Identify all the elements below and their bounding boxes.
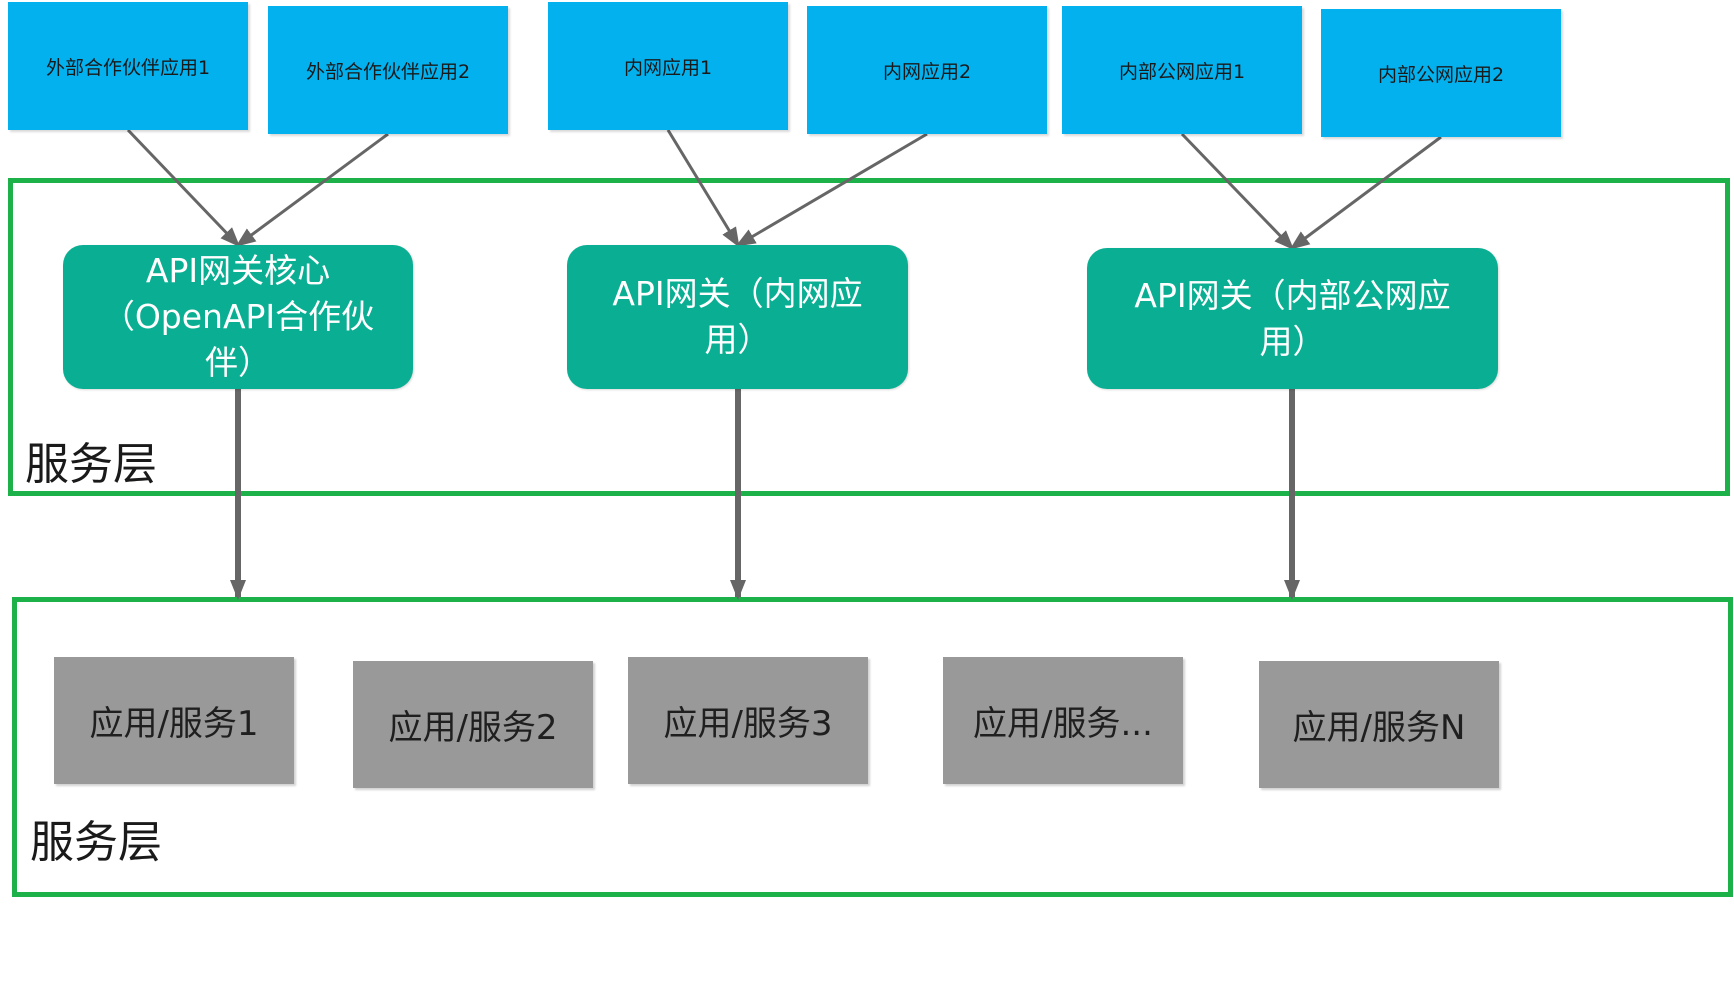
client-intranet-app-1: 内网应用1 [548,2,788,130]
client-intranet-app-2: 内网应用2 [807,6,1047,134]
client-public-app-2: 内部公网应用2 [1321,9,1561,137]
service-2: 应用/服务2 [353,661,593,788]
service-1: 应用/服务1 [54,657,294,784]
gateway-internal-public: API网关（内部公网应用） [1087,248,1498,389]
service-ellipsis: 应用/服务... [943,657,1183,784]
gateway-layer-label: 服务层 [25,439,157,490]
client-partner-app-2: 外部合作伙伴应用2 [268,6,508,134]
gateway-openapi-partner: API网关核心（OpenAPI合作伙伴） [63,245,413,389]
client-partner-app-1: 外部合作伙伴应用1 [8,2,248,130]
gateway-intranet: API网关（内网应用） [567,245,908,389]
service-layer [12,597,1733,897]
client-public-app-1: 内部公网应用1 [1062,6,1302,134]
service-3: 应用/服务3 [628,657,868,784]
service-n: 应用/服务N [1259,661,1499,788]
service-layer-label: 服务层 [30,817,162,868]
